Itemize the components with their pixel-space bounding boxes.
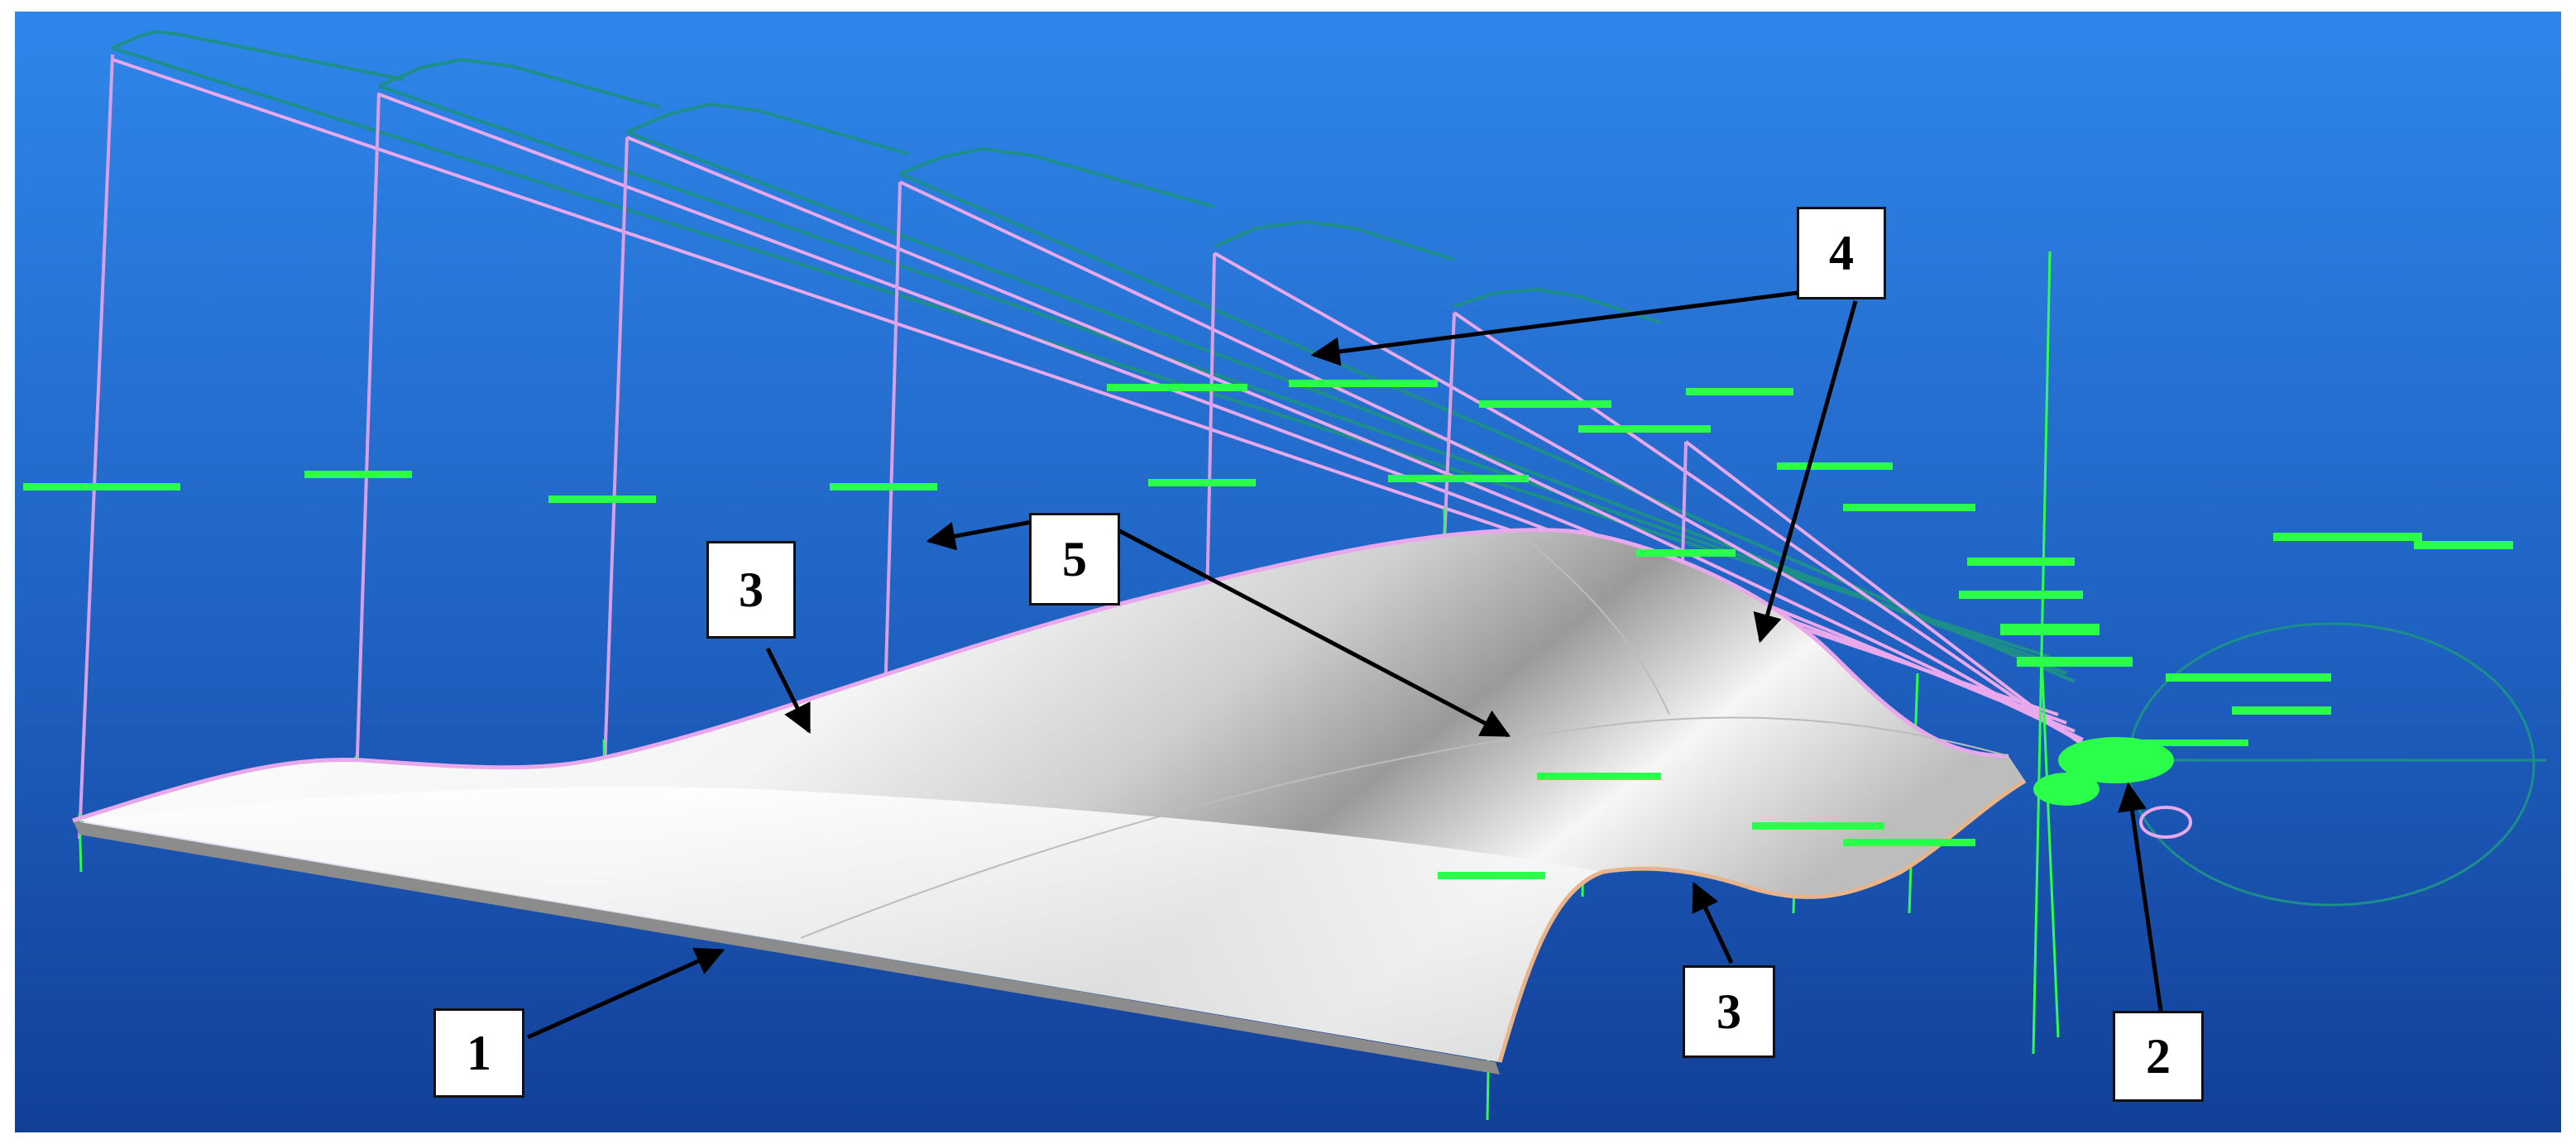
callout-2: 2: [2113, 1011, 2204, 1102]
callout-5: 5: [1029, 513, 1120, 606]
callout-1: 1: [433, 1008, 524, 1098]
dimension-labels: [23, 380, 1975, 879]
callout-3-upper: 3: [706, 541, 796, 639]
arrow-3b: [1692, 881, 1734, 965]
trailing-edge-curve: [1497, 778, 2027, 1063]
arrow-3a: [765, 647, 812, 735]
station-profile-curves: [112, 29, 2546, 907]
tip-dimension-cluster: [1959, 533, 2513, 839]
arrow-5a: [926, 518, 1041, 551]
wing-leading-edge-face: [73, 821, 1500, 1075]
arrow-2: [2118, 782, 2168, 1046]
arrow-4b: [1753, 300, 1858, 644]
surface-isolines: [800, 540, 2009, 939]
section-lines: [78, 54, 1688, 840]
callout-4: 4: [1797, 207, 1886, 299]
arrow-1: [526, 947, 725, 1040]
callout-3-lower: 3: [1683, 965, 1775, 1058]
wing-lower-skin: [79, 787, 1603, 1062]
upper-contour-curve: [72, 528, 2009, 823]
cad-viewport: 1 2 3 3 4 5: [15, 12, 2561, 1132]
arrow-5b: [1113, 526, 1511, 738]
wing-model-scene: [15, 12, 2561, 1132]
annotation-arrows: [526, 290, 2168, 1046]
arrow-4a: [1310, 290, 1798, 366]
